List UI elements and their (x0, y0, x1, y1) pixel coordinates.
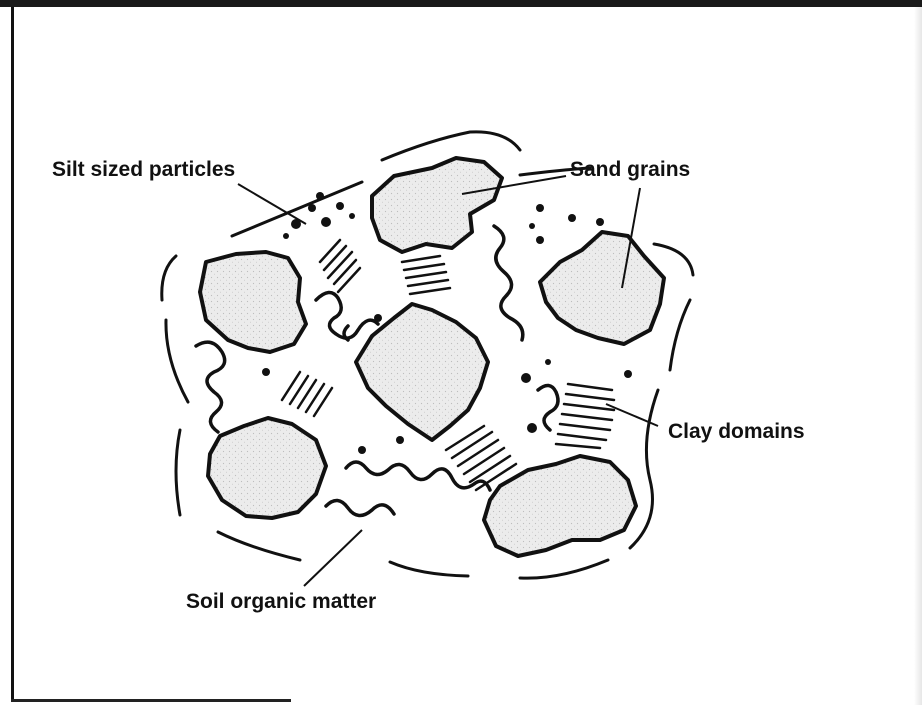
silt-particle (529, 223, 535, 229)
silt-particle (308, 204, 316, 212)
organic-leader-line (304, 530, 362, 586)
silt-particle (568, 214, 576, 222)
silt-particle (336, 202, 344, 210)
organic-strand (326, 500, 394, 515)
boundary-segment (382, 132, 520, 160)
boundary-segment (630, 390, 658, 548)
silt-particle (374, 314, 382, 322)
boundary-segment (166, 320, 188, 402)
silt-particle (396, 436, 404, 444)
silt-particle (545, 359, 551, 365)
organic-strand (196, 342, 225, 432)
clay-domain (320, 240, 360, 292)
label-clay-domains: Clay domains (668, 420, 805, 443)
sand-grain (356, 304, 488, 440)
silt-particle (316, 192, 324, 200)
organic-strand (538, 385, 558, 430)
silt-particle (349, 213, 355, 219)
silt-particle (596, 218, 604, 226)
silt-particle (321, 217, 331, 227)
silt-particle (358, 446, 366, 454)
boundary-segment (670, 300, 690, 370)
boundary-segment (390, 562, 468, 576)
boundary-segment (176, 430, 180, 515)
clay-domain (402, 256, 450, 294)
organic-strand (494, 226, 523, 340)
silt-particle (283, 233, 289, 239)
sand-grain (540, 232, 664, 344)
label-silt-sized-particles: Silt sized particles (52, 158, 235, 181)
clay-domain (556, 384, 614, 448)
silt-particle (536, 236, 544, 244)
boundary-segment (520, 560, 608, 578)
sand-grain (200, 252, 306, 352)
sand-grains (200, 158, 664, 556)
label-sand-grains: Sand grains (570, 158, 690, 181)
boundary-segment (162, 256, 176, 300)
silt-particle (624, 370, 632, 378)
organic-strand (316, 292, 378, 338)
silt-particle (536, 204, 544, 212)
silt-particle (521, 373, 531, 383)
organic-strand (346, 462, 490, 490)
label-soil-organic-matter: Soil organic matter (186, 590, 376, 613)
boundary-segment (218, 532, 300, 560)
silt-particle (262, 368, 270, 376)
organic-strand (344, 326, 348, 340)
sand-grain (208, 418, 326, 518)
sand-grain (372, 158, 502, 252)
silt-particle (527, 423, 537, 433)
boundary-segment (654, 244, 693, 275)
clay-domain (282, 372, 332, 416)
